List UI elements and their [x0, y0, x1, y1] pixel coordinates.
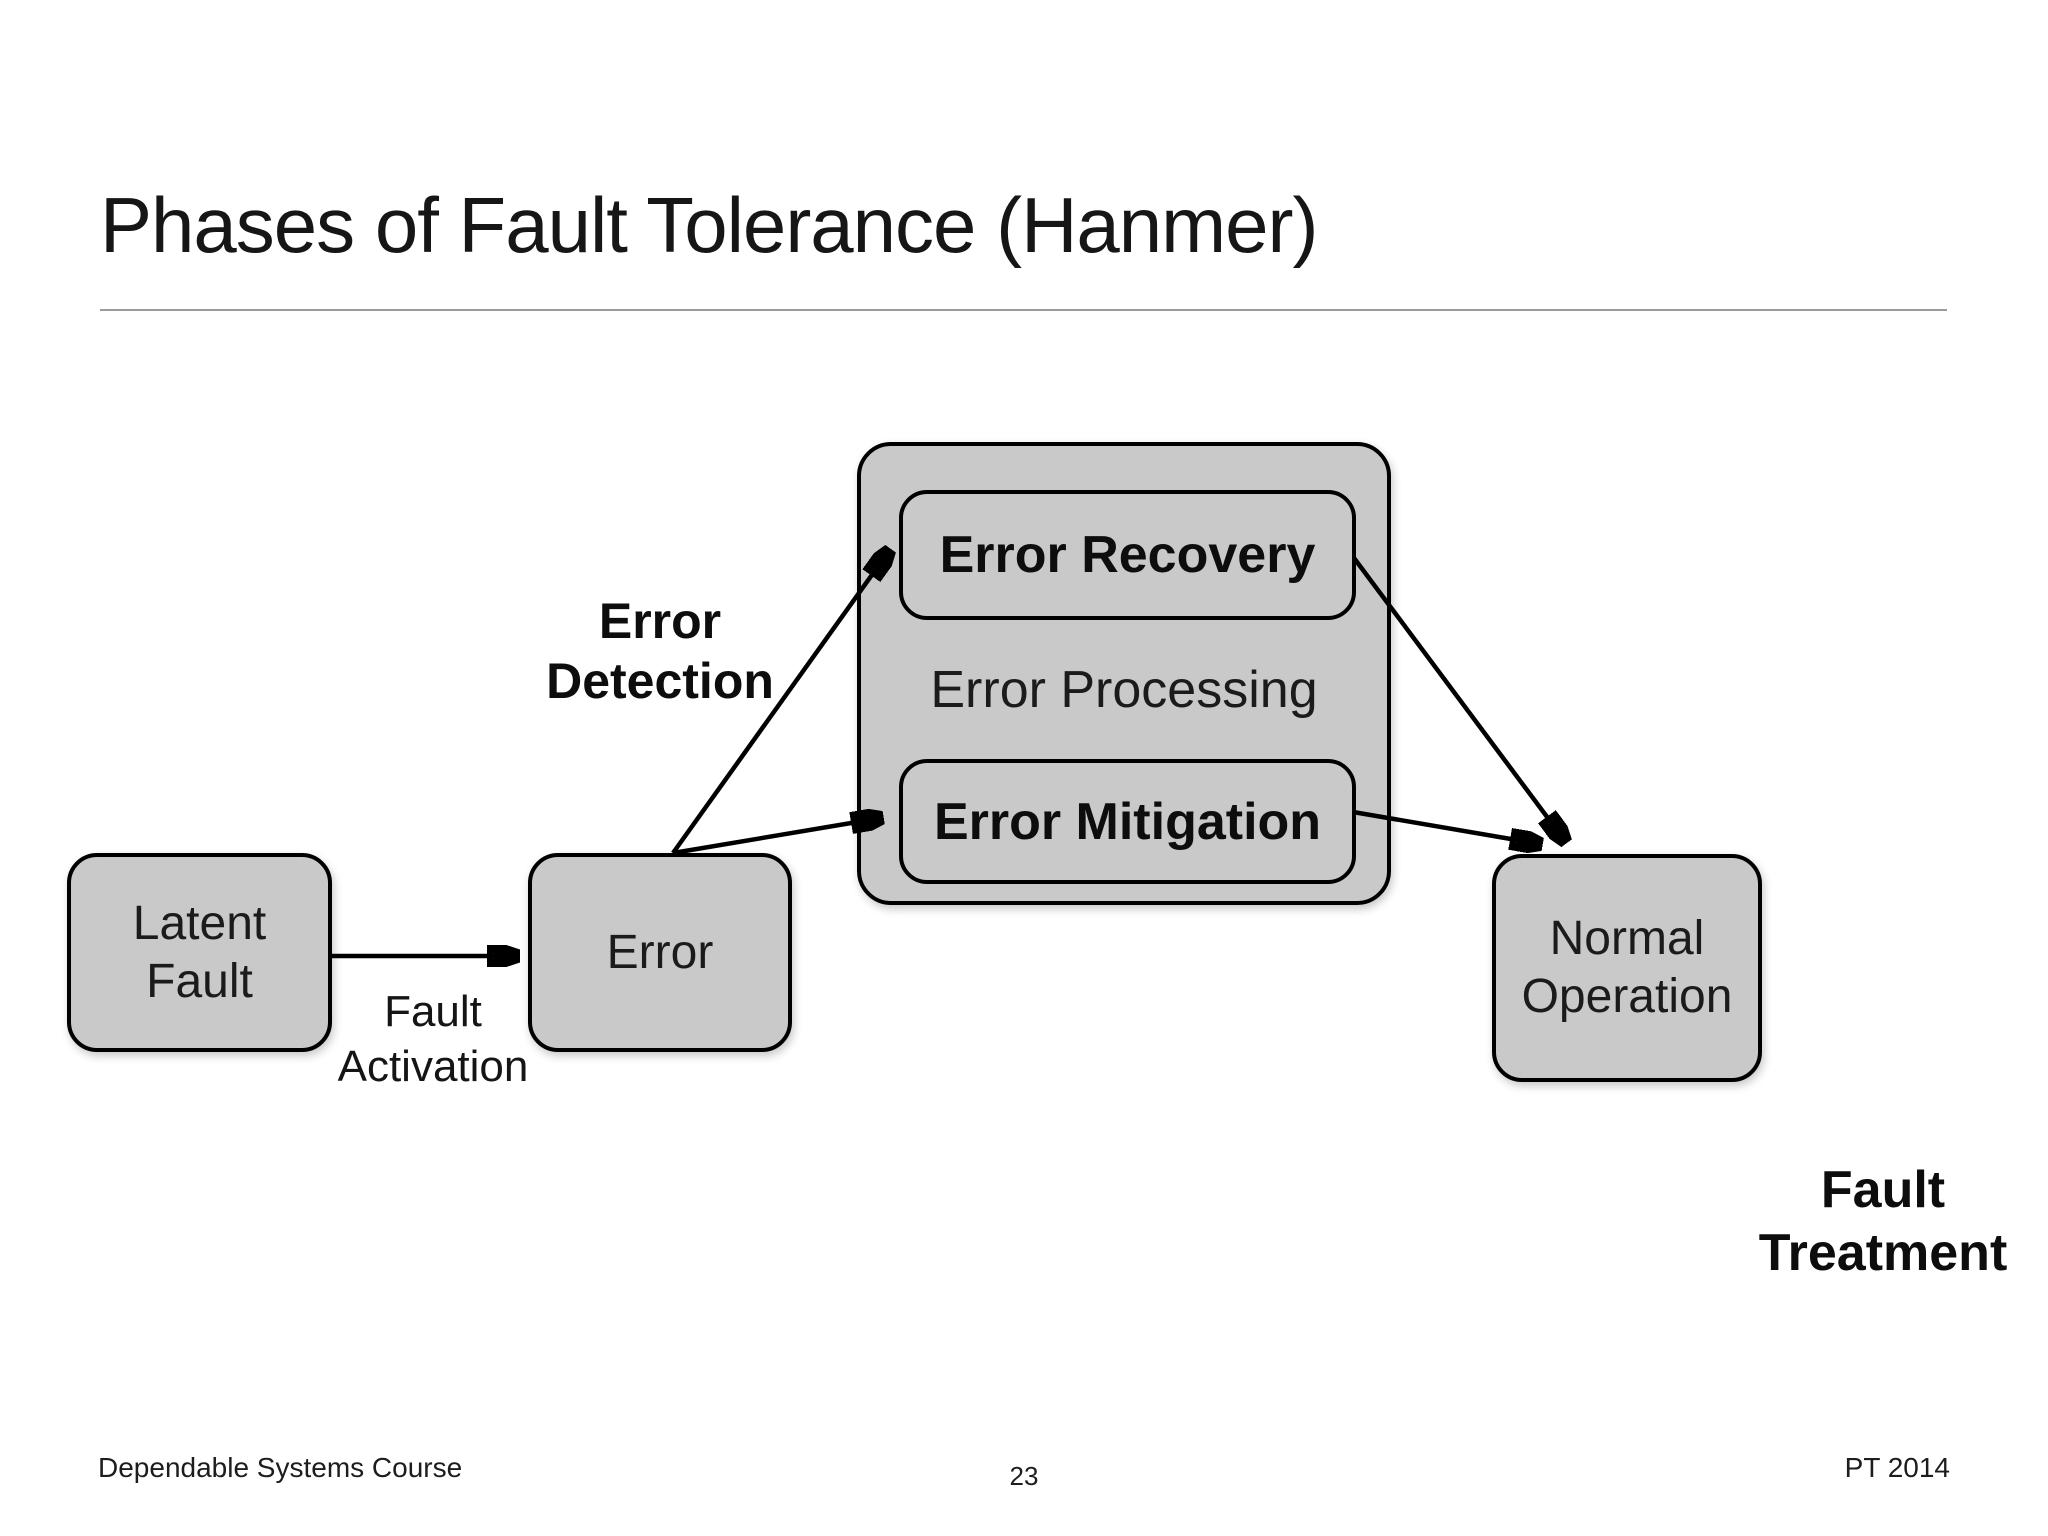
- edge-label-fault-activation: Fault Activation: [337, 987, 529, 1091]
- node-error-mitigation: Error Mitigation: [899, 759, 1356, 884]
- node-error-label: Error: [606, 925, 714, 979]
- node-error: Error: [528, 853, 792, 1052]
- node-latent-fault: Latent Fault: [67, 853, 332, 1052]
- slide-title: Phases of Fault Tolerance (Hanmer): [100, 181, 1318, 269]
- edge-label-error-detection: Error Detection: [546, 593, 774, 709]
- footer-page-number: 23: [1009, 1461, 1039, 1491]
- edge-label-fault-treatment: Fault Treatment: [1758, 1161, 2008, 1282]
- node-normal-operation: Normal Operation: [1492, 854, 1762, 1082]
- node-normal-operation-label: Normal Operation: [1521, 912, 1733, 1023]
- footer-course-name: Dependable Systems Course: [98, 1452, 463, 1483]
- footer-credit: PT 2014: [1844, 1452, 1950, 1483]
- node-error-recovery: Error Recovery: [899, 490, 1356, 620]
- arrow-error-to-mitigation: [672, 818, 881, 856]
- node-error-recovery-label: Error Recovery: [939, 526, 1316, 584]
- node-error-processing-label: Error Processing: [930, 661, 1318, 719]
- node-error-processing: Error Recovery Error Processing Error Mi…: [857, 442, 1391, 905]
- node-latent-fault-label: Latent Fault: [132, 896, 267, 1008]
- title-divider: [100, 309, 1947, 311]
- node-error-mitigation-label: Error Mitigation: [933, 792, 1322, 851]
